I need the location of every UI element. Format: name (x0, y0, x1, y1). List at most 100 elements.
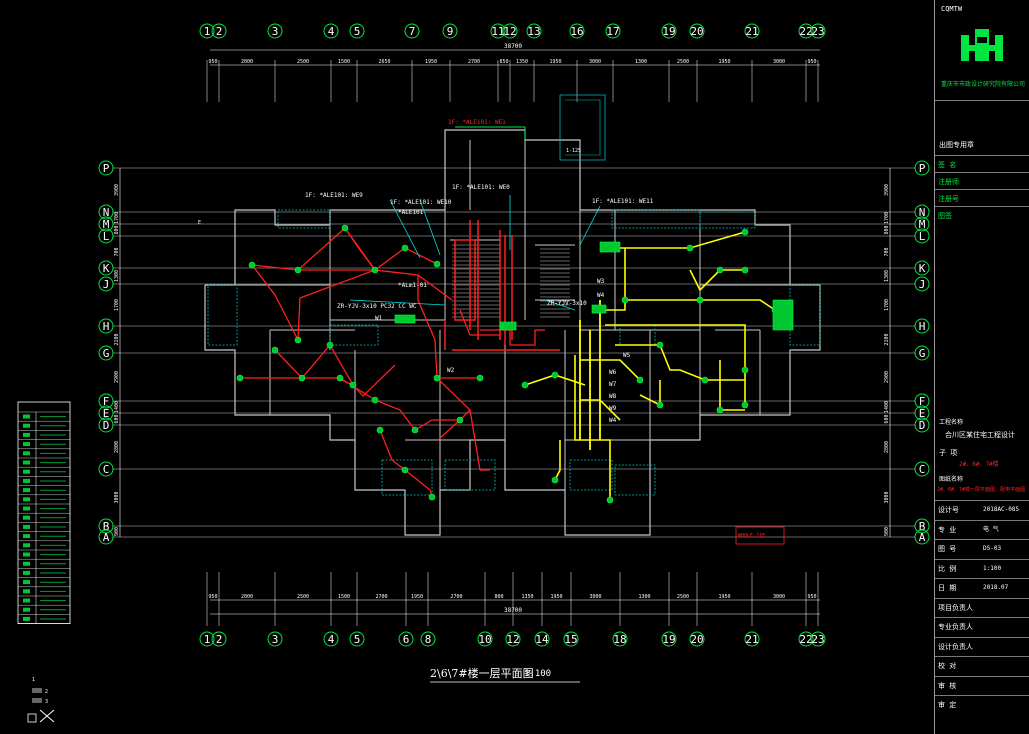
axis-bubble-bottom (477, 631, 493, 647)
title-block: CQMTW 重庆市市政设计研究院有限公司 出图专用章 签 名注册师注册号图签 工… (934, 0, 1029, 734)
axis-label-top: 16 (570, 25, 583, 38)
axis-label-bottom: 8 (425, 633, 432, 646)
tb-row-label: 注册号 (938, 195, 959, 203)
top-dim-text: 1950 (549, 59, 561, 65)
red-circuit (469, 409, 490, 471)
axis-label-left: P (103, 162, 110, 175)
drawing-name-label: 图纸名称 (939, 476, 964, 483)
stair-wire-box (454, 239, 476, 321)
drawing-name-value: 2#、6#、7#楼一层平面图、配电平面图 (937, 487, 1026, 493)
axis-label-right: K (919, 262, 926, 275)
axis-label-bottom: 5 (354, 633, 361, 646)
side-dim-text: 1700 (884, 299, 890, 311)
tb-row: 注册师 (935, 172, 1029, 190)
bottom-dim-text: 2500 (297, 594, 309, 600)
axis-bubble-bottom (661, 631, 677, 647)
axis-label-top: 5 (354, 25, 361, 38)
axis-label-top: 12 (503, 25, 516, 38)
fixture-symbol (551, 476, 559, 484)
label-ale-we10: 1F: *ALE101: WE10 (390, 199, 452, 206)
legend-symbol (23, 488, 30, 493)
red-circuit (459, 309, 500, 336)
label-circuit: W4 (609, 417, 617, 424)
fixture-symbol (551, 371, 559, 379)
top-dim-text: 2500 (677, 59, 689, 65)
bottom-dim-text: 1300 (638, 594, 650, 600)
side-dim-text: 2100 (114, 333, 120, 345)
yellow-circuit (574, 355, 611, 500)
tb-field-value: 1:100 (983, 564, 1002, 572)
axis-label-left: J (103, 278, 110, 291)
label-circuit: W2 (447, 367, 455, 374)
fixture-symbol (401, 466, 409, 474)
tb-field: 比 例 1:100 (935, 558, 1029, 579)
axis-label-left: G (103, 347, 110, 360)
distribution-box (499, 321, 517, 331)
tb-field-label: 校 对 (938, 662, 957, 670)
axis-bubble-bottom (398, 631, 414, 647)
bottom-dim-text: 1950 (718, 594, 730, 600)
side-dim-text: 2800 (884, 441, 890, 453)
axis-label-left: F (103, 395, 110, 408)
hatched-panel (444, 459, 496, 491)
fixture-symbol (696, 296, 704, 304)
side-dim-text: 1700 (114, 299, 120, 311)
axis-label-bottom: 18 (613, 633, 626, 646)
axis-label-left: D (103, 419, 110, 432)
bottom-dim-text: 1950 (411, 594, 423, 600)
legend-symbol (23, 570, 30, 575)
axis-bubble-bottom (420, 631, 436, 647)
axis-label-bottom: 2 (216, 633, 223, 646)
axis-bubble-bottom (349, 631, 365, 647)
axis-label-right: E (919, 407, 926, 420)
legend-symbol (23, 543, 30, 548)
tb-field-value: 2018AC-085 (983, 506, 1020, 513)
company-cn: 重庆市市政设计研究院有限公司 (941, 81, 1026, 88)
bottom-dim-text: 2000 (241, 594, 253, 600)
legend-symbol (23, 478, 30, 483)
axis-bubble-top (199, 23, 215, 39)
fixture-symbol (341, 224, 349, 232)
top-dim-text: 1350 (516, 59, 528, 65)
side-dim-text: 800 (114, 225, 120, 234)
tb-sep-1 (935, 100, 1029, 119)
axis-label-bottom: 22 (799, 633, 812, 646)
top-dim-text: 2700 (468, 59, 480, 65)
axis-label-bottom: 21 (745, 633, 758, 646)
top-dim-text: 1950 (425, 59, 437, 65)
axis-label-left: B (103, 520, 110, 533)
legend-symbol (23, 524, 30, 529)
top-total-dim: 38700 (504, 43, 522, 50)
bottom-dim-text: 1350 (521, 594, 533, 600)
legend-symbol (23, 534, 30, 539)
axis-label-right: C (919, 463, 926, 476)
vent-shaft (559, 94, 606, 161)
yellow-circuit (580, 359, 641, 381)
axis-bubble-top (323, 23, 339, 39)
project-label: 工程名称 (939, 419, 964, 426)
axis-bubble-bottom (267, 631, 283, 647)
legend-symbol (23, 497, 30, 502)
fixture-symbol (298, 374, 306, 382)
side-dim-text: 900 (884, 527, 890, 536)
axis-label-top: 7 (409, 25, 416, 38)
label-cable-left: ZR-YJV-3x10 PC32 CC WC (337, 303, 417, 310)
axis-bubble-top (689, 23, 705, 39)
side-dim-text: 1700 (884, 212, 890, 224)
tb-row: 图签 (935, 206, 1029, 224)
fixture-symbol (456, 416, 464, 424)
axis-bubble-bottom (744, 631, 760, 647)
label-circuit: W1 (375, 315, 383, 322)
tb-field: 专业负责人 (935, 617, 1029, 637)
tb-field-value: 2018.07 (983, 584, 1009, 591)
tb-field-label: 审 定 (938, 701, 957, 709)
top-dim-text: 2650 (378, 59, 390, 65)
ucs-icon (39, 709, 55, 723)
axis-label-right: D (919, 419, 926, 432)
label-alm: *ALm1-01 (398, 282, 427, 289)
tb-field-label: 比 例 (938, 564, 957, 573)
label-ale-we11: 1F: *ALE101: WE11 (592, 198, 654, 205)
axis-label-right: B (919, 520, 926, 533)
